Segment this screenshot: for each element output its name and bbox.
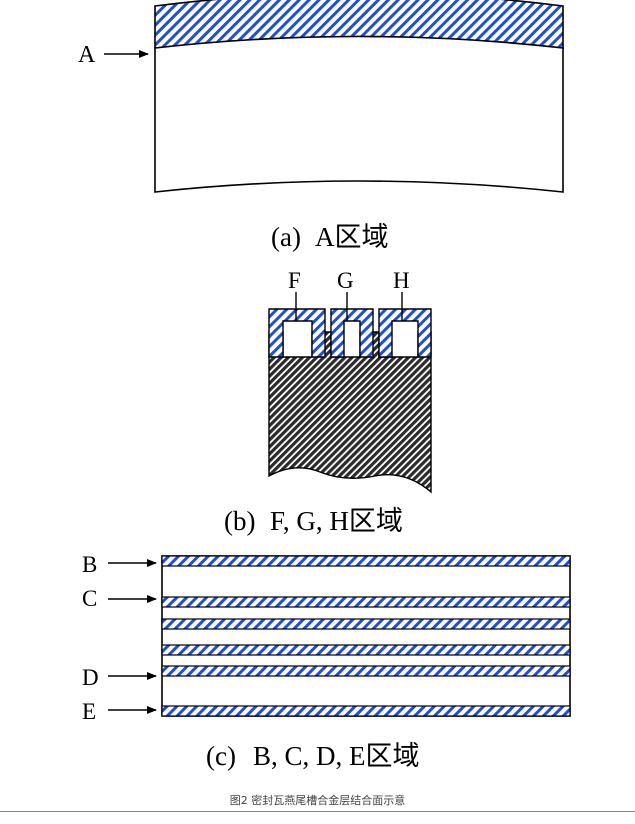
groove-h-alloy: [378, 308, 432, 358]
layered-plate-outline: [161, 555, 571, 717]
caption-c: (c) B, C, D, E区域: [206, 741, 420, 771]
panel-b: F G H (b) F, G, H区域: [224, 268, 432, 536]
alloy-layer-c: [161, 596, 571, 608]
label-a: A: [78, 42, 96, 68]
figure-caption: 图2 密封瓦燕尾槽合金层结合面示意: [229, 794, 406, 807]
caption-a-region: A区域: [315, 222, 389, 252]
caption-b-paren: (b): [224, 506, 255, 536]
alloy-layer-inner-1: [161, 618, 571, 630]
label-h: H: [393, 268, 410, 293]
caption-c-paren: (c): [206, 741, 236, 771]
substrate-body: [268, 331, 432, 494]
caption-a-paren: (a): [271, 222, 301, 252]
caption-c-region: B, C, D, E区域: [253, 741, 420, 771]
label-f: F: [288, 268, 301, 293]
bottom-divider: [0, 811, 635, 812]
label-b: B: [82, 552, 97, 577]
panel-a: A (a) A区域: [78, 0, 564, 252]
alloy-layer-b: [161, 555, 571, 567]
caption-b: (b) F, G, H区域: [224, 506, 403, 536]
bearing-shell-body: [154, 35, 564, 193]
label-g: G: [337, 268, 354, 293]
groove-g-alloy: [330, 308, 374, 358]
label-c: C: [82, 586, 97, 611]
label-d: D: [82, 665, 99, 690]
panel-c: B C D E (c) B, C, D, E区域: [82, 552, 571, 771]
groove-f-alloy: [268, 308, 326, 358]
alloy-layer-e: [161, 705, 571, 717]
caption-b-region: F, G, H区域: [270, 506, 403, 536]
caption-a: (a) A区域: [271, 222, 389, 252]
alloy-layer-d: [161, 665, 571, 677]
label-e: E: [82, 699, 96, 724]
alloy-layer-inner-2: [161, 644, 571, 656]
